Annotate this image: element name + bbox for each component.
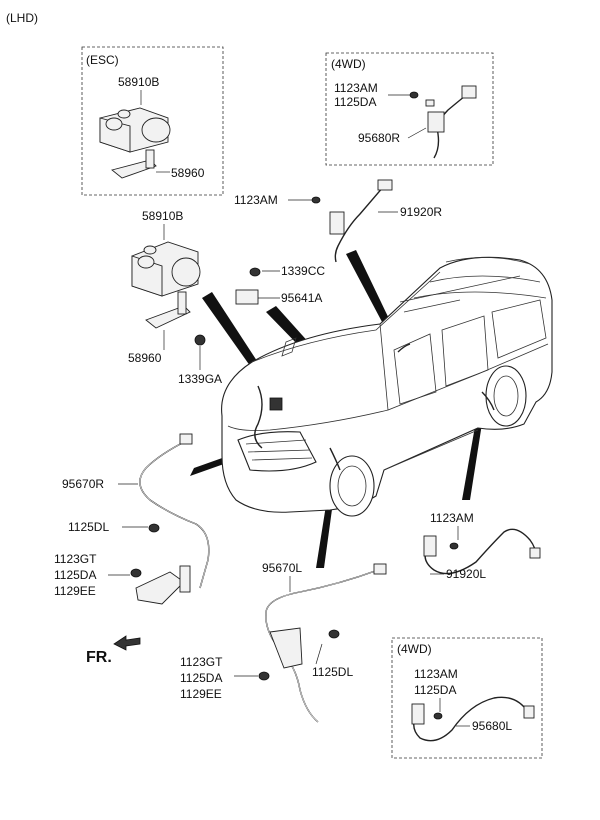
fwd-bottom-box-frame xyxy=(391,637,543,759)
fwd-bottom-bolt-label: 1123AM xyxy=(414,667,458,681)
fr-bolt xyxy=(148,523,160,533)
rear-left-sensor-group: 1123AM 91920L xyxy=(423,511,541,581)
rl-bolt-label: 1123AM xyxy=(430,511,474,525)
esc-bracket xyxy=(111,149,157,179)
fwd-top-connector xyxy=(461,85,477,99)
fl-bolt-label: 1125DL xyxy=(312,665,353,679)
yaw-sensor-group: 1339CC 95641A xyxy=(235,264,325,305)
nut xyxy=(194,334,206,346)
fwd-bottom-connector xyxy=(523,705,535,719)
bolt-cc xyxy=(249,267,261,277)
fl-bolt-2 xyxy=(258,671,270,681)
fwd-bottom-bolt2-label: 1125DA xyxy=(414,683,456,697)
fl-bolt xyxy=(328,629,340,639)
car-illustration xyxy=(221,256,553,517)
fwd-bottom-sensor-label: 95680L xyxy=(472,719,512,733)
fwd-top-sensor-body xyxy=(427,111,445,133)
rl-connector xyxy=(529,547,541,559)
esc-hecu-label: 58910B xyxy=(118,75,159,89)
fwd-top-box-frame xyxy=(325,52,494,166)
fr-bolts-label-1: 1123GT xyxy=(54,552,97,566)
fwd-bottom-sensor-body xyxy=(411,703,425,725)
rl-sensor-label: 91920L xyxy=(446,567,486,581)
fr-sensor-bracket xyxy=(135,571,185,605)
fr-bolts-label-2: 1125DA xyxy=(54,568,96,582)
esc-hecu-unit xyxy=(99,107,171,153)
front-direction-indicator: FR. xyxy=(86,635,141,666)
fl-bolts-label-1: 1123GT xyxy=(180,655,223,669)
rl-sensor-body xyxy=(423,535,437,557)
fr-sensor-label: 95670R xyxy=(62,477,104,491)
rear-right-sensor-group: 1123AM 91920R xyxy=(234,179,442,263)
fwd-top-bolt-label: 1123AM xyxy=(334,81,378,95)
fwd-bottom-bolt xyxy=(433,712,443,720)
fwd-bottom-box: (4WD) 1123AM 1125DA 95680L xyxy=(391,637,543,759)
bolt-cc-label: 1339CC xyxy=(281,264,325,278)
nut-label: 1339GA xyxy=(178,372,222,386)
hecu-label: 58910B xyxy=(142,209,183,223)
direction-label: FR. xyxy=(86,649,112,666)
fl-connector xyxy=(373,563,387,575)
front-left-sensor-group: 95670L 1125DL 1123GT 1125DA 1129EE xyxy=(180,561,387,723)
hecu-main: 58910B 58960 1339GA xyxy=(128,209,222,386)
fr-bolts-label-3: 1129EE xyxy=(54,584,96,598)
fwd-bottom-box-title: (4WD) xyxy=(397,642,432,656)
drive-label: (LHD) xyxy=(6,11,38,25)
rr-bolt-label: 1123AM xyxy=(234,193,278,207)
fl-sensor-bracket xyxy=(269,627,303,669)
fwd-top-box-title: (4WD) xyxy=(331,57,366,71)
esc-box: (ESC) 58910B 58960 xyxy=(81,46,224,196)
fwd-top-bolt xyxy=(409,91,419,99)
rr-bolt xyxy=(311,196,321,204)
front-right-sensor-group: 95670R 1125DL 1123GT 1125DA 1129EE xyxy=(54,433,210,605)
fl-bolts-label-2: 1125DA xyxy=(180,671,222,685)
fwd-top-sensor-label: 95680R xyxy=(358,131,400,145)
fr-connector xyxy=(179,433,193,445)
fr-bolt-2 xyxy=(130,568,142,578)
fwd-top-bolt2-label: 1125DA xyxy=(334,95,376,109)
front-arrow-icon xyxy=(113,635,141,651)
yaw-sensor-label: 95641A xyxy=(281,291,322,305)
esc-box-frame xyxy=(81,46,224,196)
rl-bolt xyxy=(449,542,459,550)
rr-connector xyxy=(377,179,393,191)
fwd-top-box: (4WD) 1123AM 1125DA 95680R xyxy=(325,52,494,166)
fr-bolt-label: 1125DL xyxy=(68,520,109,534)
rr-sensor-body xyxy=(329,211,345,235)
esc-bracket-label: 58960 xyxy=(171,166,205,180)
yaw-sensor xyxy=(235,289,259,305)
fl-sensor-label: 95670L xyxy=(262,561,302,575)
esc-box-title: (ESC) xyxy=(86,53,119,67)
hecu-bracket-label: 58960 xyxy=(128,351,162,365)
fl-bolts-label-3: 1129EE xyxy=(180,687,222,701)
rr-sensor-label: 91920R xyxy=(400,205,442,219)
